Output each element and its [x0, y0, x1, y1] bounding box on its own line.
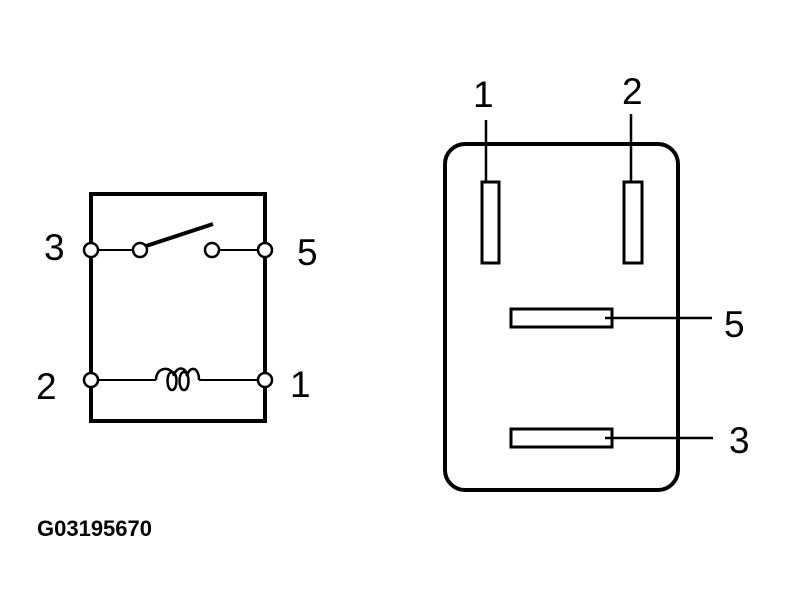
pin-3-blade: [509, 427, 614, 449]
relay-schematic: [82, 192, 274, 423]
pin-2-blade: [622, 180, 644, 265]
schematic-box: [89, 192, 267, 423]
schematic-label-5: 5: [297, 232, 318, 273]
figure-code: G03195670: [37, 516, 152, 541]
schematic-label-3: 3: [44, 227, 65, 268]
connector-label-2: 2: [622, 71, 643, 112]
coil-icon: [154, 367, 201, 392]
pin-1-blade: [480, 180, 501, 265]
switch-contact-right: [203, 241, 221, 259]
terminal-1: [256, 371, 274, 389]
terminal-5: [256, 241, 274, 259]
pin-5-blade: [509, 307, 614, 329]
switch-contact-left: [131, 241, 149, 259]
relay-connector: [443, 114, 713, 492]
schematic-label-1: 1: [290, 364, 311, 405]
connector-label-5: 5: [724, 304, 745, 345]
switch-arm: [145, 222, 214, 248]
schematic-label-2: 2: [36, 366, 57, 407]
terminal-3: [82, 241, 100, 259]
terminal-2: [82, 371, 100, 389]
connector-label-3: 3: [729, 420, 750, 461]
connector-label-1: 1: [473, 74, 494, 115]
